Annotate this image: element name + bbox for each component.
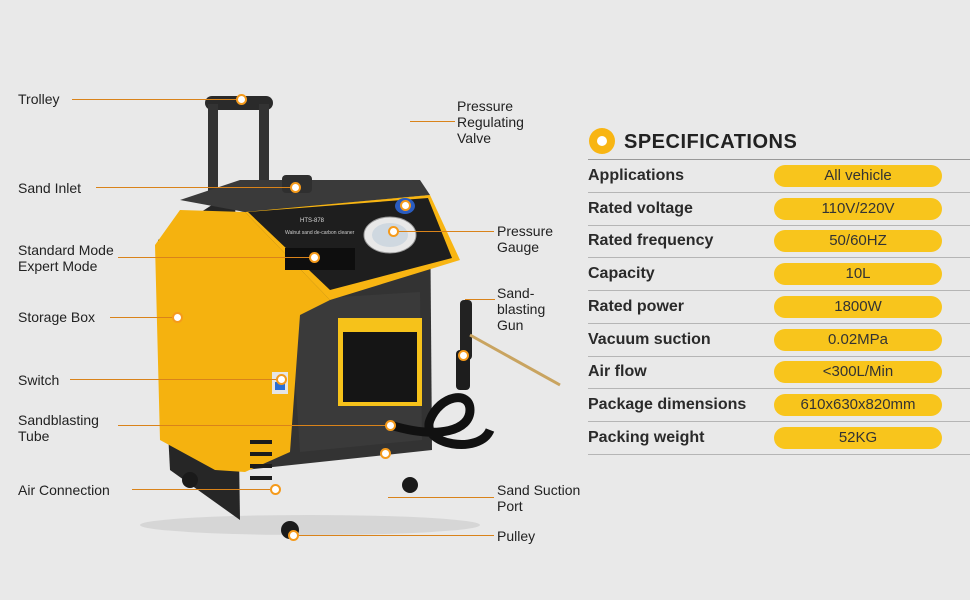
spec-row-divider (588, 224, 970, 226)
marker-pressure-gauge (388, 226, 399, 237)
spec-value-pill: 110V/220V (774, 197, 942, 220)
marker-pulley (288, 530, 299, 541)
leader-mode (118, 257, 312, 258)
marker-sand-suction-port (380, 448, 391, 459)
spec-row-divider (588, 322, 970, 324)
spec-row: Capacity 10L (588, 258, 970, 292)
leader-pressure-valve (410, 121, 455, 122)
spec-value-pill: 52KG (774, 426, 942, 449)
leader-pulley (298, 535, 494, 536)
panel-title-text: Walnut sand de-carbon cleaner (285, 230, 355, 236)
spec-row: Rated frequency 50/60HZ (588, 225, 970, 259)
storage-box-panel (155, 210, 330, 472)
spec-row: Applications All vehicle (588, 160, 970, 193)
specifications-rule (588, 159, 970, 160)
marker-trolley (236, 94, 247, 105)
callout-pressure-gauge: Pressure Gauge (497, 223, 554, 255)
leader-sand-inlet (96, 187, 292, 188)
spec-value-pill: <300L/Min (774, 361, 942, 384)
spec-row-divider (588, 192, 970, 193)
spec-value-pill: 10L (774, 263, 942, 286)
spec-key: Vacuum suction (588, 330, 711, 348)
spec-row: Rated voltage 110V/220V (588, 193, 970, 226)
callout-sandblasting-gun: Sand- blasting Gun (497, 285, 546, 333)
marker-sand-inlet (290, 182, 301, 193)
marker-switch (276, 374, 287, 385)
spec-row-divider (588, 355, 970, 357)
leader-storage-box (110, 317, 174, 318)
callout-sand-suction-port: Sand Suction Port (497, 482, 581, 514)
spec-key: Capacity (588, 265, 655, 283)
callout-air-connection: Air Connection (18, 482, 110, 498)
spec-row: Rated power 1800W (588, 291, 970, 324)
callout-trolley: Trolley (18, 91, 60, 107)
spec-value-pill: All vehicle (774, 165, 942, 187)
leader-trolley (72, 99, 240, 100)
specifications-icon (589, 128, 615, 154)
marker-pressure-valve (400, 200, 411, 211)
spec-row-divider (588, 388, 970, 390)
leader-sandblasting-tube (118, 425, 388, 426)
leader-sand-suction-port (388, 497, 494, 498)
spec-key: Packing weight (588, 428, 705, 446)
spec-row-divider (588, 420, 970, 422)
spec-value-pill: 610x630x820mm (774, 393, 942, 416)
callout-storage-box: Storage Box (18, 309, 96, 325)
spec-value-pill: 50/60HZ (774, 230, 942, 253)
leader-air-connection (132, 489, 272, 490)
callout-pressure-valve: Pressure Regulating Valve (457, 98, 524, 146)
spec-key: Applications (588, 167, 685, 184)
callout-mode: Standard Mode Expert Mode (18, 242, 114, 274)
spec-key: Rated power (588, 297, 685, 315)
spec-row: Air flow <300L/Min (588, 356, 970, 390)
callout-pulley: Pulley (497, 528, 536, 544)
leader-sandblasting-gun (465, 299, 495, 300)
leader-pressure-gauge (398, 231, 494, 232)
spec-row: Vacuum suction 0.02MPa (588, 324, 970, 357)
spec-key: Rated frequency (588, 232, 714, 250)
spec-row-divider (588, 290, 970, 292)
spec-value-pill: 0.02MPa (774, 328, 942, 351)
marker-mode (309, 252, 320, 263)
callout-sand-inlet: Sand Inlet (18, 180, 82, 196)
callout-sandblasting-tube: Sandblasting Tube (18, 412, 99, 444)
spec-row: Packing weight 52KG (588, 422, 970, 455)
spec-row-divider (588, 257, 970, 259)
spec-value-pill: 1800W (774, 295, 942, 318)
marker-sandblasting-gun (458, 350, 469, 361)
specifications-title: SPECIFICATIONS (624, 131, 798, 153)
spec-key: Package dimensions (588, 395, 747, 413)
spec-key: Rated voltage (588, 199, 693, 217)
callout-switch: Switch (18, 372, 60, 388)
spec-key: Air flow (588, 363, 647, 381)
spec-row: Package dimensions 610x630x820mm (588, 389, 970, 422)
spec-row-divider (588, 453, 970, 455)
marker-sandblasting-tube (385, 420, 396, 431)
marker-storage-box (172, 312, 183, 323)
panel-model-text: HTS-878 (300, 218, 325, 224)
leader-switch (70, 379, 278, 380)
marker-air-connection (270, 484, 281, 495)
trolley-handle (205, 96, 273, 194)
